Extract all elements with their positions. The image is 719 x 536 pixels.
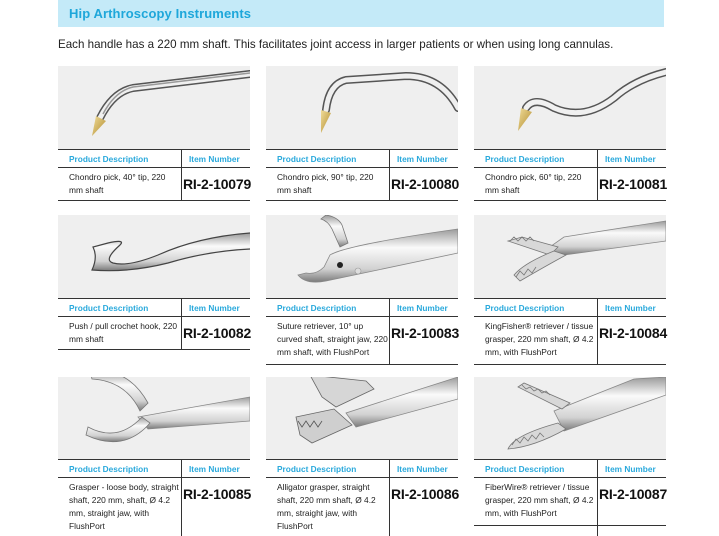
header-product-description: Product Description bbox=[485, 154, 565, 164]
header-product-description: Product Description bbox=[69, 154, 149, 164]
item-number: RI-2-10081 bbox=[599, 176, 668, 192]
product-card: Product Description Item Number KingFish… bbox=[474, 215, 668, 365]
header-item-number: Item Number bbox=[397, 154, 448, 164]
header-item-number: Item Number bbox=[397, 303, 448, 313]
section-title: Hip Arthroscopy Instruments bbox=[69, 6, 252, 21]
item-number: RI-2-10079 bbox=[183, 176, 252, 192]
product-card: Product Description Item Number Chondro … bbox=[474, 66, 668, 201]
header-product-description: Product Description bbox=[485, 303, 565, 313]
product-description: Grasper - loose body, straight shaft, 22… bbox=[69, 482, 179, 531]
header-product-description: Product Description bbox=[277, 303, 357, 313]
product-description: Chondro pick, 90° tip, 220 mm shaft bbox=[277, 172, 374, 195]
loose-body-grasper-icon bbox=[58, 377, 250, 459]
header-item-number: Item Number bbox=[189, 464, 240, 474]
spec-table: Product Description Item Number KingFish… bbox=[474, 298, 668, 365]
header-product-description: Product Description bbox=[277, 154, 357, 164]
spec-table: Product Description Item Number Chondro … bbox=[58, 149, 252, 201]
header-product-description: Product Description bbox=[69, 303, 149, 313]
product-description: KingFisher® retriever / tissue grasper, … bbox=[485, 321, 594, 357]
spec-table: Product Description Item Number Chondro … bbox=[474, 149, 668, 201]
product-card: Product Description Item Number Push / p… bbox=[58, 215, 252, 350]
item-number: RI-2-10082 bbox=[183, 325, 252, 341]
header-item-number: Item Number bbox=[397, 464, 448, 474]
product-description: Suture retriever, 10° up curved shaft, s… bbox=[277, 321, 388, 357]
alligator-grasper-icon bbox=[266, 377, 458, 459]
header-item-number: Item Number bbox=[189, 303, 240, 313]
item-number: RI-2-10083 bbox=[391, 325, 460, 341]
header-item-number: Item Number bbox=[605, 464, 656, 474]
item-number: RI-2-10087 bbox=[599, 486, 668, 502]
header-product-description: Product Description bbox=[277, 464, 357, 474]
item-number: RI-2-10086 bbox=[391, 486, 460, 502]
spec-table: Product Description Item Number Alligato… bbox=[266, 459, 460, 536]
header-product-description: Product Description bbox=[69, 464, 149, 474]
spec-table: Product Description Item Number FiberWir… bbox=[474, 459, 668, 536]
product-description: Alligator grasper, straight shaft, 220 m… bbox=[277, 482, 376, 531]
product-card: Product Description Item Number Chondro … bbox=[266, 66, 460, 201]
header-item-number: Item Number bbox=[605, 303, 656, 313]
product-card: Product Description Item Number Grasper … bbox=[58, 377, 252, 536]
intro-text: Each handle has a 220 mm shaft. This fac… bbox=[58, 38, 614, 51]
spec-table: Product Description Item Number Chondro … bbox=[266, 149, 460, 201]
product-card: Product Description Item Number Suture r… bbox=[266, 215, 460, 365]
header-item-number: Item Number bbox=[189, 154, 240, 164]
spec-table: Product Description Item Number Suture r… bbox=[266, 298, 460, 365]
product-card: Product Description Item Number FiberWir… bbox=[474, 377, 668, 536]
kingfisher-grasper-icon bbox=[474, 215, 666, 298]
product-card: Product Description Item Number Chondro … bbox=[58, 66, 252, 201]
fiberwire-grasper-icon bbox=[474, 377, 666, 459]
item-number: RI-2-10085 bbox=[183, 486, 252, 502]
chondro-pick-90-icon bbox=[266, 66, 458, 149]
header-item-number: Item Number bbox=[605, 154, 656, 164]
chondro-pick-60-icon bbox=[474, 66, 666, 149]
spec-table: Product Description Item Number Grasper … bbox=[58, 459, 252, 536]
section-banner: Hip Arthroscopy Instruments bbox=[58, 0, 664, 27]
chondro-pick-40-icon bbox=[58, 66, 250, 149]
product-card: Product Description Item Number Alligato… bbox=[266, 377, 460, 536]
header-product-description: Product Description bbox=[485, 464, 565, 474]
product-description: FiberWire® retriever / tissue grasper, 2… bbox=[485, 482, 594, 518]
product-description: Chondro pick, 40° tip, 220 mm shaft bbox=[69, 172, 166, 195]
product-description: Chondro pick, 60° tip, 220 mm shaft bbox=[485, 172, 582, 195]
item-number: RI-2-10084 bbox=[599, 325, 668, 341]
product-description: Push / pull crochet hook, 220 mm shaft bbox=[69, 321, 178, 344]
spec-table: Product Description Item Number Push / p… bbox=[58, 298, 252, 350]
crochet-hook-icon bbox=[58, 215, 250, 298]
suture-retriever-icon bbox=[266, 215, 458, 298]
item-number: RI-2-10080 bbox=[391, 176, 460, 192]
